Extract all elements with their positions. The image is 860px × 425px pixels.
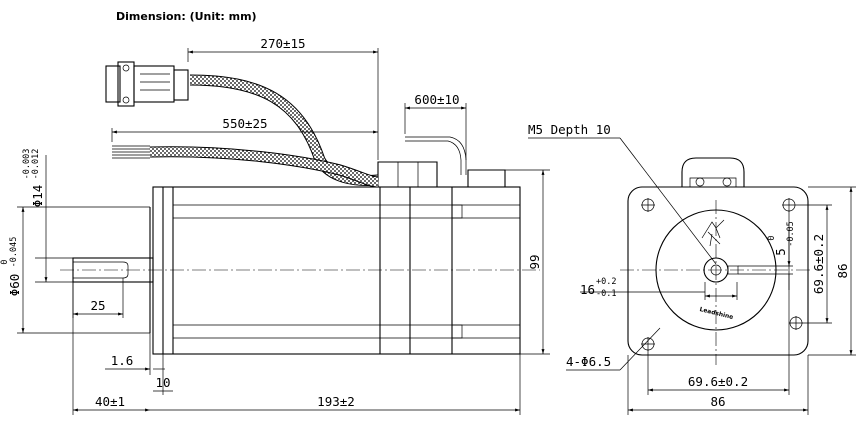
pilot-tol-upper: 0 [0, 259, 10, 264]
front-flange-outline [627, 186, 809, 356]
body-length-193: 193±2 [317, 394, 355, 409]
d-sub-connector [105, 61, 189, 107]
pilot-diameter: Φ60 [7, 274, 22, 297]
brand-label: Leadshine [699, 306, 734, 321]
key-tol-lower: -0.1 [596, 289, 616, 299]
mount-hole [641, 198, 655, 212]
body-height-99: 99 [527, 254, 542, 269]
key-width: 5 [773, 248, 788, 256]
brand-logo-icon [701, 219, 725, 247]
cable-length-550: 550±25 [222, 116, 267, 131]
front-view: Leadshine M5 Depth 10 16 +0.2 -0.1 5 0 -… [528, 122, 856, 415]
flange-width-86: 86 [710, 394, 725, 409]
shaft-length-25: 25 [90, 298, 105, 313]
key-tol-upper: +0.2 [596, 277, 616, 287]
key-tol-w-lower: -0.05 [786, 221, 796, 247]
motor-body-outline [152, 186, 521, 355]
page-title: Dimension: (Unit: mm) [116, 10, 257, 23]
shaft-diameter: Φ14 [30, 185, 45, 208]
hole-spacing-horizontal: 69.6±0.2 [688, 374, 748, 389]
mount-holes-note: 4-Φ6.5 [566, 354, 611, 369]
side-view: 270±15 550±25 600±10 99 Φ14 -0.003 -0.01… [0, 36, 550, 415]
thread-note: M5 Depth 10 [528, 122, 611, 137]
hole-spacing-vertical: 69.6±0.2 [811, 234, 826, 294]
flange-step-1.6: 1.6 [111, 353, 134, 368]
shaft-extension-40: 40±1 [95, 394, 125, 409]
key-tol-w-upper: 0 [767, 235, 777, 240]
flange-height-86: 86 [835, 263, 850, 278]
cable-length-270: 270±15 [260, 36, 305, 51]
shaft-tol-upper: -0.003 [22, 149, 32, 180]
pilot-tol-lower: -0.045 [9, 237, 19, 268]
shaft-tol-lower: -0.012 [31, 149, 41, 180]
key-height: 16 [580, 282, 595, 297]
cable-length-600: 600±10 [414, 92, 459, 107]
flange-thickness-10: 10 [155, 375, 170, 390]
connector-housing [377, 161, 438, 187]
mount-hole [789, 316, 803, 330]
mount-hole [641, 337, 655, 351]
mount-hole [782, 198, 796, 212]
shaft [72, 257, 154, 283]
